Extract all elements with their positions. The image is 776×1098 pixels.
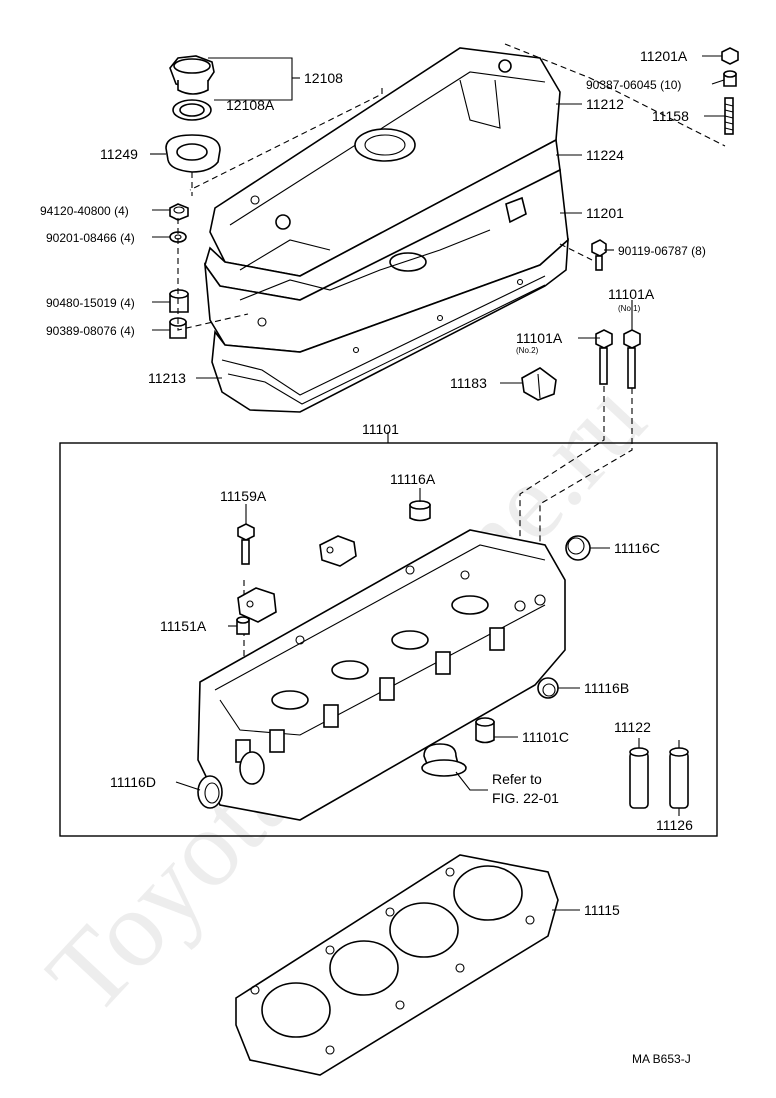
- label-fig-22-01: FIG. 22-01: [492, 790, 559, 806]
- label-11213: 11213: [148, 370, 186, 386]
- seal-ring-11249: [165, 134, 221, 173]
- label-90119: 90119-06787 (8): [618, 244, 706, 258]
- label-11116C: 11116C: [614, 540, 660, 556]
- label-94120: 94120-40800 (4): [40, 204, 129, 218]
- label-11101A-no2: 11101A: [516, 330, 563, 346]
- label-11116B: 11116B: [584, 680, 629, 696]
- label-11122: 11122: [614, 719, 651, 735]
- label-no1: (No.1): [618, 304, 641, 313]
- head-bolt-no1: [623, 329, 641, 389]
- label-12108A: 12108A: [226, 97, 275, 113]
- label-11126: 11126: [656, 817, 693, 833]
- ref-part-fig22: [421, 743, 467, 777]
- bracket-11183: [521, 367, 557, 401]
- label-11151A: 11151A: [160, 618, 207, 634]
- valve-guide-11126: [669, 747, 689, 809]
- label-11159A: 11159A: [220, 488, 267, 504]
- plug-11116B: [537, 677, 559, 699]
- plug-11116C: [565, 535, 591, 561]
- diagram-code: MA B653-J: [632, 1052, 691, 1066]
- label-90480: 90480-15019 (4): [46, 296, 135, 310]
- seal-11116D: [197, 775, 223, 809]
- head-gasket-11115: [235, 854, 559, 1076]
- label-11249: 11249: [100, 146, 138, 162]
- oil-filler-cap: [169, 55, 215, 95]
- head-cover-11201: [203, 168, 569, 353]
- label-11101: 11101: [362, 421, 399, 437]
- label-90201: 90201-08466 (4): [46, 231, 135, 245]
- label-11201A-top: 11201A: [640, 48, 688, 64]
- label-11158: 11158: [652, 108, 689, 124]
- label-11116D: 11116D: [110, 774, 156, 790]
- label-12108: 12108: [304, 70, 343, 86]
- leader-lines: [150, 55, 725, 911]
- valve-guide-11122: [629, 747, 649, 809]
- label-90387: 90387-06045 (10): [586, 78, 681, 92]
- label-11201: 11201: [586, 205, 624, 221]
- filler-cap-gasket: [172, 99, 212, 121]
- head-cover-gasket-11213: [211, 238, 569, 413]
- label-refer-to: Refer to: [492, 771, 542, 787]
- plug-11101C: [475, 717, 495, 744]
- cam-cap-upper: [319, 535, 357, 567]
- label-no2: (No.2): [516, 346, 539, 355]
- label-11224: 11224: [586, 147, 624, 163]
- nut-11201A: [721, 47, 739, 65]
- nut-94120: [169, 203, 189, 221]
- stud-11158: [724, 97, 734, 135]
- bolt-11159A: [237, 523, 255, 565]
- washer-90387: [723, 70, 737, 87]
- label-11116A: 11116A: [390, 471, 436, 487]
- plug-11116A: [409, 500, 431, 522]
- label-11212: 11212: [586, 96, 624, 112]
- label-11101C: 11101C: [522, 729, 569, 745]
- label-11101A-no1: 11101A: [608, 286, 655, 302]
- grommet-90480: [169, 289, 189, 313]
- bolt-90119: [591, 239, 607, 271]
- callout-labels: 12108 12108A 11249 94120-40800 (4) 90201…: [40, 48, 706, 1066]
- label-11115: 11115: [584, 902, 620, 918]
- label-11183: 11183: [450, 375, 487, 391]
- cam-cap-11151A: [237, 587, 277, 623]
- head-bolt-no2: [595, 329, 613, 385]
- head-cover-11212: [209, 47, 561, 277]
- label-90389: 90389-08076 (4): [46, 324, 135, 338]
- pin-11151A: [236, 616, 250, 635]
